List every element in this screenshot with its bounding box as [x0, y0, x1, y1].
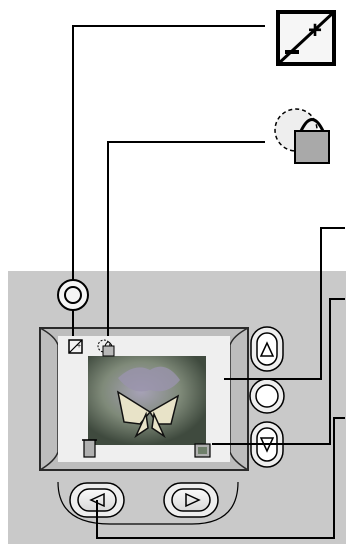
- lcd-multi-icon: [195, 444, 210, 457]
- right-arrow-button[interactable]: [164, 483, 218, 517]
- svg-text:+: +: [77, 343, 81, 350]
- ae-lock-icon: [275, 109, 329, 163]
- lcd-exposure-compensation-icon: +: [69, 340, 82, 353]
- exposure-compensation-icon: +: [278, 12, 334, 64]
- svg-text:+: +: [308, 17, 322, 44]
- top-round-button[interactable]: [58, 280, 88, 310]
- leader-exposure-compensation: [73, 26, 265, 280]
- up-arrow-button[interactable]: [251, 327, 283, 371]
- lcd-trash-icon: [82, 440, 97, 457]
- preview-photo: [88, 356, 206, 445]
- ok-button[interactable]: [250, 379, 284, 413]
